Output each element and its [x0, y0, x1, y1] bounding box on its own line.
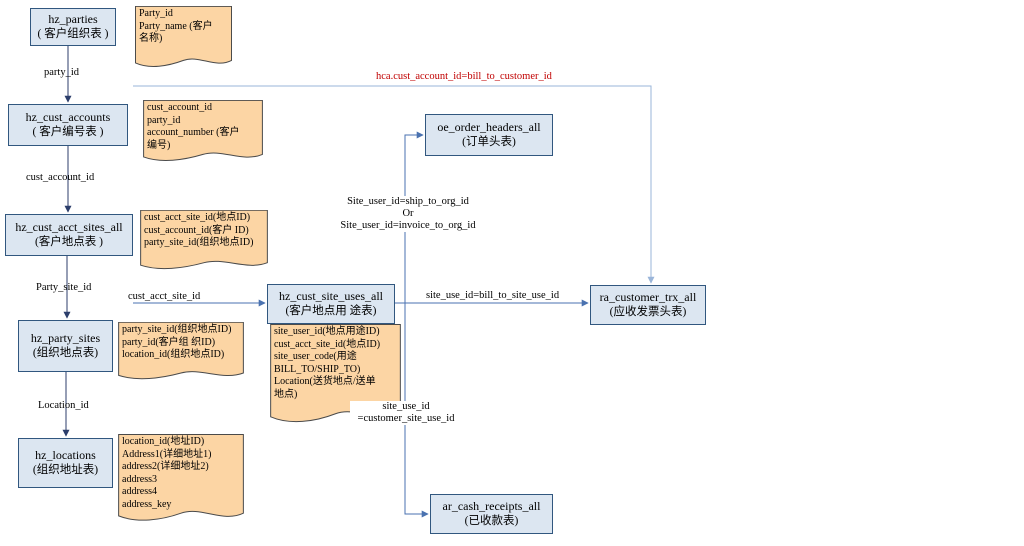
document-shape: [140, 210, 268, 272]
table-box-hz-party-sites: hz_party_sites (组织地点表): [18, 320, 113, 372]
edge-label-location-id: Location_id: [38, 400, 89, 411]
note-text: party_site_id(组织地点ID) party_id(客户组 织ID) …: [122, 324, 232, 360]
edge-label-hca-bill-to-customer: hca.cust_account_id=bill_to_customer_id: [376, 71, 552, 82]
table-name: hz_cust_accounts: [25, 109, 111, 124]
note-text: cust_acct_site_id(地点ID) cust_account_id(…: [144, 212, 254, 248]
table-subtitle: (组织地址表): [32, 464, 99, 477]
document-shape: [118, 434, 244, 524]
table-name: hz_cust_acct_sites_all: [15, 219, 123, 234]
table-name: hz_cust_site_uses_all: [279, 288, 383, 303]
note-hz-parties-columns: Party_id Party_name (客户 名称): [135, 6, 232, 70]
edge-hca-bill-to-customer: [133, 85, 655, 284]
edge-label-cust-account-id: cust_account_id: [26, 172, 95, 183]
edge-label-cust-acct-site-id: cust_acct_site_id: [128, 291, 201, 302]
table-name: hz_party_sites: [30, 330, 101, 345]
table-subtitle: (客户地点表 ): [34, 236, 104, 249]
note-text: site_user_id(地点用途ID) cust_acct_site_id(地…: [274, 326, 381, 400]
table-subtitle: ( 客户编号表 ): [32, 126, 104, 139]
table-box-hz-parties: hz_parties ( 客户组织表 ): [30, 8, 116, 46]
note-hz-cust-acct-sites-columns: cust_acct_site_id(地点ID) cust_account_id(…: [140, 210, 268, 272]
table-subtitle: (已收款表): [464, 515, 519, 528]
document-shape: [143, 100, 263, 164]
table-box-hz-cust-acct-sites-all: hz_cust_acct_sites_all (客户地点表 ): [5, 214, 133, 256]
table-name: hz_locations: [35, 447, 96, 462]
table-name: oe_order_headers_all: [437, 119, 541, 134]
document-shape: [118, 322, 244, 382]
note-hz-locations-columns: location_id(地址ID) Address1(详细地址1) addres…: [118, 434, 244, 524]
table-subtitle: (订单头表): [462, 136, 516, 149]
document-shape: [135, 6, 232, 70]
edge-label-customer-site-use: site_use_id =customer_site_use_id: [350, 401, 462, 426]
table-box-hz-cust-accounts: hz_cust_accounts ( 客户编号表 ): [8, 104, 128, 146]
note-hz-party-sites-columns: party_site_id(组织地点ID) party_id(客户组 织ID) …: [118, 322, 244, 382]
table-subtitle: (组织地点表): [32, 347, 99, 360]
note-hz-cust-site-uses-columns: site_user_id(地点用途ID) cust_acct_site_id(地…: [270, 324, 401, 426]
note-hz-cust-accounts-columns: cust_account_id party_id account_number …: [143, 100, 263, 164]
edge-label-party-site-id: Party_site_id: [36, 282, 92, 293]
table-box-hz-cust-site-uses-all: hz_cust_site_uses_all (客户地点用 途表): [267, 284, 395, 324]
table-box-ra-customer-trx-all: ra_customer_trx_all (应收发票头表): [590, 285, 706, 325]
table-box-hz-locations: hz_locations (组织地址表): [18, 438, 113, 488]
table-subtitle: ( 客户组织表 ): [37, 28, 109, 41]
note-text: location_id(地址ID) Address1(详细地址1) addres…: [122, 436, 212, 510]
edge-to-order-headers: [404, 131, 424, 303]
note-text: Party_id Party_name (客户 名称): [139, 8, 213, 44]
table-subtitle: (应收发票头表): [609, 306, 687, 319]
edge-label-ship-or-invoice: Site_user_id=ship_to_org_id Or Site_user…: [328, 196, 488, 233]
edge-to-cash-receipts: [404, 303, 429, 518]
table-name: ra_customer_trx_all: [599, 289, 697, 304]
edge-label-site-use-bill: site_use_id=bill_to_site_use_id: [426, 290, 560, 301]
table-name: ar_cash_receipts_all: [442, 498, 541, 513]
table-box-ar-cash-receipts-all: ar_cash_receipts_all (已收款表): [430, 494, 553, 534]
table-name: hz_parties: [48, 11, 98, 26]
edge-label-party-id: party_id: [44, 67, 79, 78]
table-box-oe-order-headers-all: oe_order_headers_all (订单头表): [425, 114, 553, 156]
note-text: cust_account_id party_id account_number …: [147, 102, 240, 151]
table-subtitle: (客户地点用 途表): [285, 305, 377, 318]
